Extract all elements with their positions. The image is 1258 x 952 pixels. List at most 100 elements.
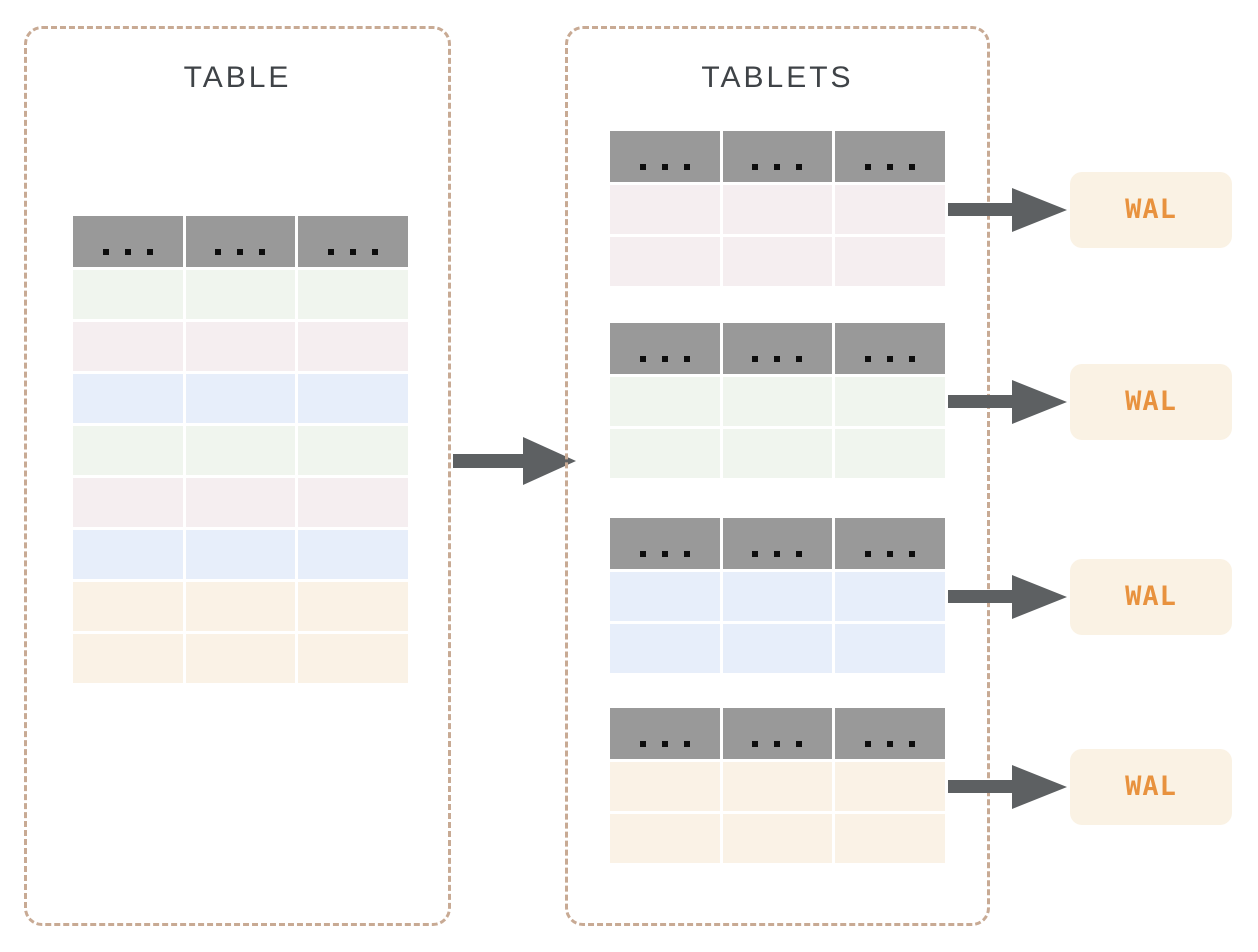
table-header-cell: [835, 323, 945, 374]
table-header-cell: [835, 131, 945, 182]
table-header-cell: [722, 323, 833, 374]
table-cell: [298, 270, 408, 319]
table-cell: [298, 530, 408, 579]
ellipsis-icon: [661, 164, 668, 170]
table-cell: [185, 322, 296, 371]
arrow-right-icon: [1012, 574, 1067, 619]
table-panel-title: TABLE: [183, 61, 292, 94]
table-header-cell: [73, 216, 183, 267]
table-split-arrow: [453, 437, 576, 485]
table-cell: [73, 530, 183, 579]
table-cell: [835, 377, 945, 426]
arrow-shaft: [948, 395, 1014, 408]
wal-label: WAL: [1125, 194, 1177, 225]
table-cell: [610, 572, 720, 621]
data-table: [610, 131, 945, 286]
data-table: [73, 216, 408, 683]
tablet-2-to-wal-arrow: [948, 379, 1067, 424]
table-header-cell: [835, 708, 945, 759]
table-cell: [185, 634, 296, 683]
wal-box-2: WAL: [1070, 363, 1232, 440]
tablet-1-to-wal-arrow: [948, 187, 1067, 232]
table-cell: [298, 322, 408, 371]
table-cell: [185, 582, 296, 631]
arrow-shaft: [948, 780, 1014, 793]
tablet-3: [610, 518, 945, 673]
wal-label: WAL: [1125, 386, 1177, 417]
tablets-panel: TABLETS: [565, 26, 990, 926]
data-table: [610, 323, 945, 478]
table-cell: [298, 478, 408, 527]
data-table: [610, 708, 945, 863]
tablet-1: [610, 131, 945, 286]
table-cell: [298, 634, 408, 683]
table-cell: [73, 322, 183, 371]
table-cell: [722, 377, 833, 426]
table-cell: [610, 762, 720, 811]
table-cell: [835, 237, 945, 286]
table-cell: [73, 478, 183, 527]
table-cell: [73, 634, 183, 683]
table-cell: [610, 429, 720, 478]
table-cell: [610, 377, 720, 426]
table-header-cell: [298, 216, 408, 267]
table-cell: [185, 478, 296, 527]
ellipsis-icon: [237, 249, 244, 255]
source-table: [73, 216, 408, 683]
table-header-cell: [722, 518, 833, 569]
tablet-4-to-wal-arrow: [948, 764, 1067, 809]
ellipsis-icon: [887, 551, 894, 557]
table-cell: [722, 185, 833, 234]
table-cell: [610, 237, 720, 286]
table-header-cell: [610, 323, 720, 374]
table-cell: [73, 426, 183, 475]
table-cell: [185, 270, 296, 319]
ellipsis-icon: [661, 551, 668, 557]
table-cell: [835, 429, 945, 478]
arrow-right-icon: [1012, 379, 1067, 424]
table-cell: [722, 814, 833, 863]
ellipsis-icon: [774, 551, 781, 557]
table-cell: [185, 530, 296, 579]
arrow-right-icon: [1012, 764, 1067, 809]
tablet-2: [610, 323, 945, 478]
data-table: [610, 518, 945, 673]
table-cell: [722, 429, 833, 478]
table-cell: [610, 624, 720, 673]
table-cell: [835, 185, 945, 234]
wal-box-3: WAL: [1070, 558, 1232, 635]
table-cell: [610, 814, 720, 863]
table-cell: [298, 582, 408, 631]
table-header-cell: [722, 708, 833, 759]
wal-box-1: WAL: [1070, 171, 1232, 248]
table-cell: [722, 762, 833, 811]
ellipsis-icon: [124, 249, 131, 255]
wal-box-4: WAL: [1070, 748, 1232, 825]
tablet-3-to-wal-arrow: [948, 574, 1067, 619]
table-header-cell: [610, 708, 720, 759]
table-cell: [835, 624, 945, 673]
table-header-cell: [610, 131, 720, 182]
wal-label: WAL: [1125, 581, 1177, 612]
arrow-right-icon: [1012, 187, 1067, 232]
table-cell: [73, 374, 183, 423]
table-cell: [722, 624, 833, 673]
table-cell: [835, 762, 945, 811]
table-header-cell: [835, 518, 945, 569]
ellipsis-icon: [887, 356, 894, 362]
table-cell: [73, 582, 183, 631]
tablet-4: [610, 708, 945, 863]
arrow-shaft: [453, 454, 525, 468]
ellipsis-icon: [774, 741, 781, 747]
ellipsis-icon: [774, 356, 781, 362]
table-cell: [610, 185, 720, 234]
table-cell: [722, 237, 833, 286]
table-header-cell: [722, 131, 833, 182]
tablets-panel-title: TABLETS: [701, 61, 854, 94]
wal-label: WAL: [1125, 771, 1177, 802]
arrow-shaft: [948, 590, 1014, 603]
ellipsis-icon: [661, 741, 668, 747]
arrow-shaft: [948, 203, 1014, 216]
table-cell: [73, 270, 183, 319]
